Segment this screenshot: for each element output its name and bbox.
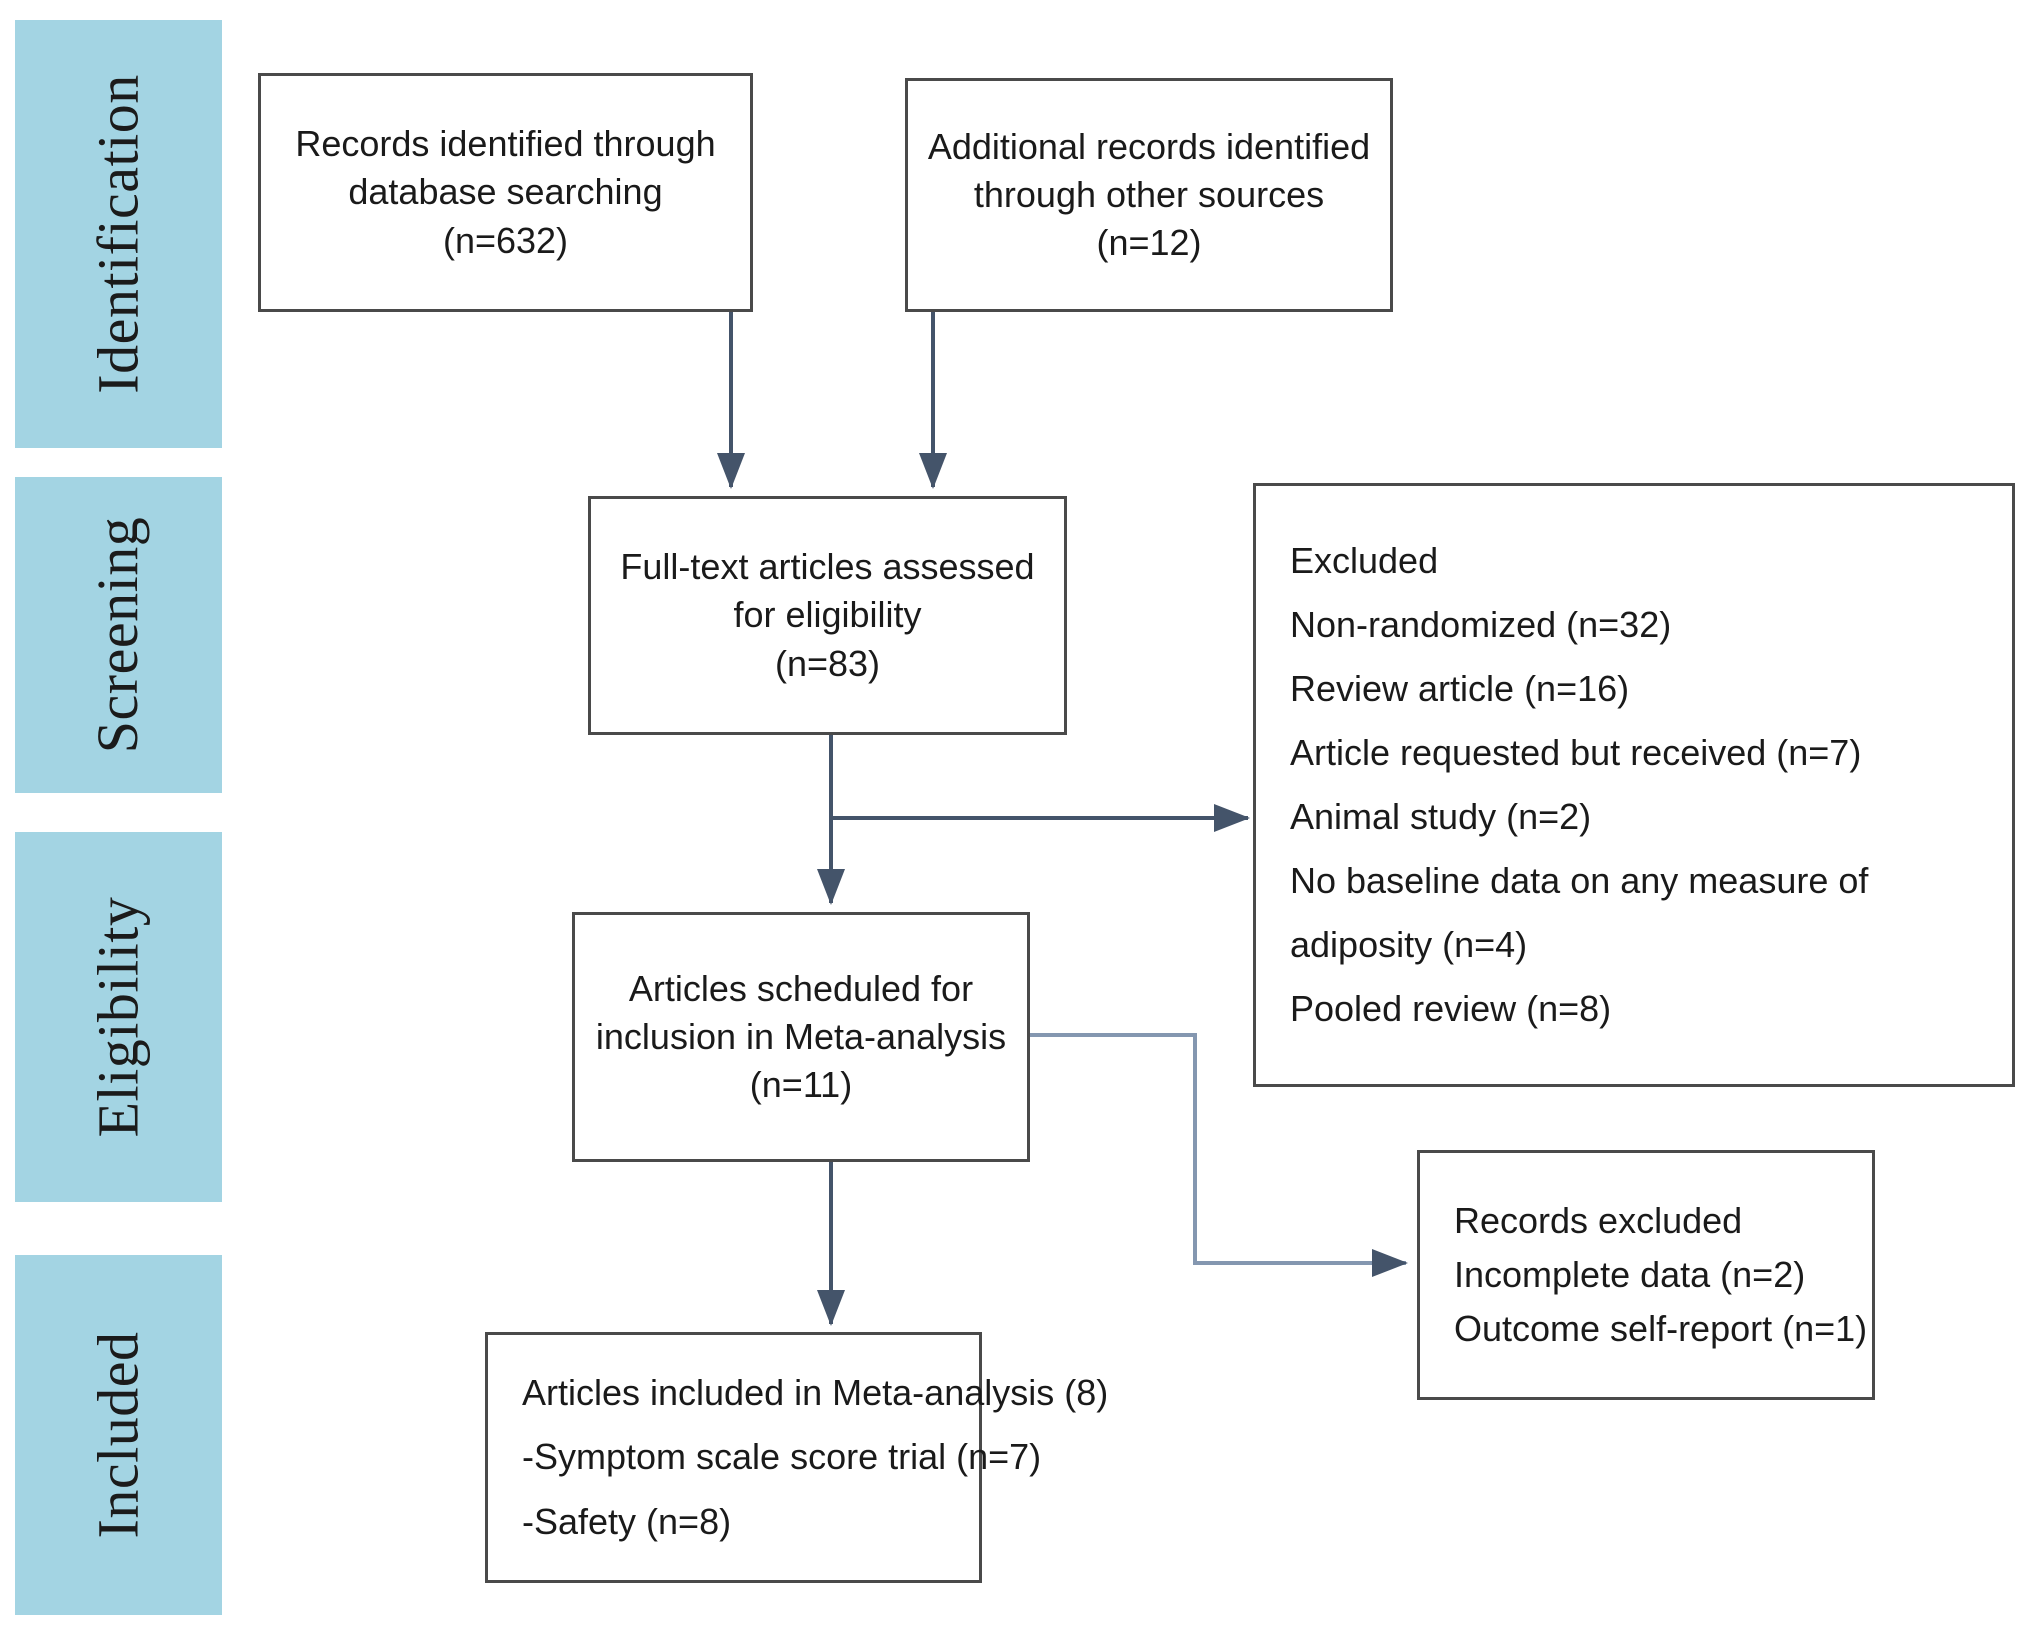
- box-line: inclusion in Meta-analysis: [595, 1015, 1007, 1057]
- box-line: -Safety (n=8): [522, 1500, 732, 1542]
- phase-bar-included: Included: [15, 1255, 222, 1615]
- box-line: (n=632): [442, 219, 569, 261]
- phase-label-included: Included: [85, 1331, 151, 1539]
- box-line: Full-text articles assessed: [620, 546, 1035, 588]
- box-line: for eligibility: [733, 594, 922, 636]
- phase-bar-identification: Identification: [15, 20, 222, 448]
- phase-label-screening: Screening: [85, 516, 151, 754]
- box-additional-records-other-sources: Additional records identified through ot…: [905, 78, 1393, 312]
- box-line: database searching: [348, 171, 663, 213]
- phase-label-identification: Identification: [85, 74, 151, 394]
- box-line: Animal study (n=2): [1290, 796, 1592, 837]
- box-records-identified-database: Records identified through database sear…: [258, 73, 753, 312]
- box-line: Non-randomized (n=32): [1290, 603, 1672, 645]
- box-excluded-reasons: Excluded Non-randomized (n=32) Review ar…: [1253, 483, 2015, 1087]
- box-line: Articles included in Meta-analysis (8): [522, 1372, 1109, 1414]
- box-articles-scheduled-inclusion: Articles scheduled for inclusion in Meta…: [572, 912, 1030, 1162]
- phase-bar-screening: Screening: [15, 477, 222, 793]
- box-line: No baseline data on any measure of: [1290, 860, 1869, 902]
- box-records-excluded: Records excluded Incomplete data (n=2) O…: [1417, 1150, 1875, 1400]
- box-line: adiposity (n=4): [1290, 924, 1528, 966]
- box-articles-included-meta-analysis: Articles included in Meta-analysis (8) -…: [485, 1332, 1108, 1583]
- phase-bar-eligibility: Eligibility: [15, 832, 222, 1202]
- box-line: Additional records identified: [927, 125, 1371, 167]
- box-line: Incomplete data (n=2): [1454, 1253, 1806, 1295]
- box-line: (n=83): [774, 642, 881, 684]
- box-line: Outcome self-report (n=1): [1454, 1308, 1868, 1350]
- phase-label-eligibility: Eligibility: [85, 896, 151, 1138]
- box-line: Records identified through: [295, 123, 716, 165]
- box-line: (n=12): [1096, 222, 1202, 264]
- box-line: Records excluded: [1454, 1199, 1743, 1241]
- box-line: through other sources: [973, 173, 1325, 215]
- box-line: Pooled review (n=8): [1290, 988, 1612, 1030]
- box-line: -Symptom scale score trial (n=7): [522, 1436, 1042, 1478]
- box-line: Review article (n=16): [1290, 667, 1630, 709]
- box-line: Excluded: [1290, 539, 1439, 581]
- box-fulltext-assessed-eligibility: Full-text articles assessed for eligibil…: [588, 496, 1067, 735]
- box-line: Article requested but received (n=7): [1290, 731, 1862, 773]
- box-line: (n=11): [749, 1064, 853, 1106]
- box-line: Articles scheduled for: [628, 967, 974, 1009]
